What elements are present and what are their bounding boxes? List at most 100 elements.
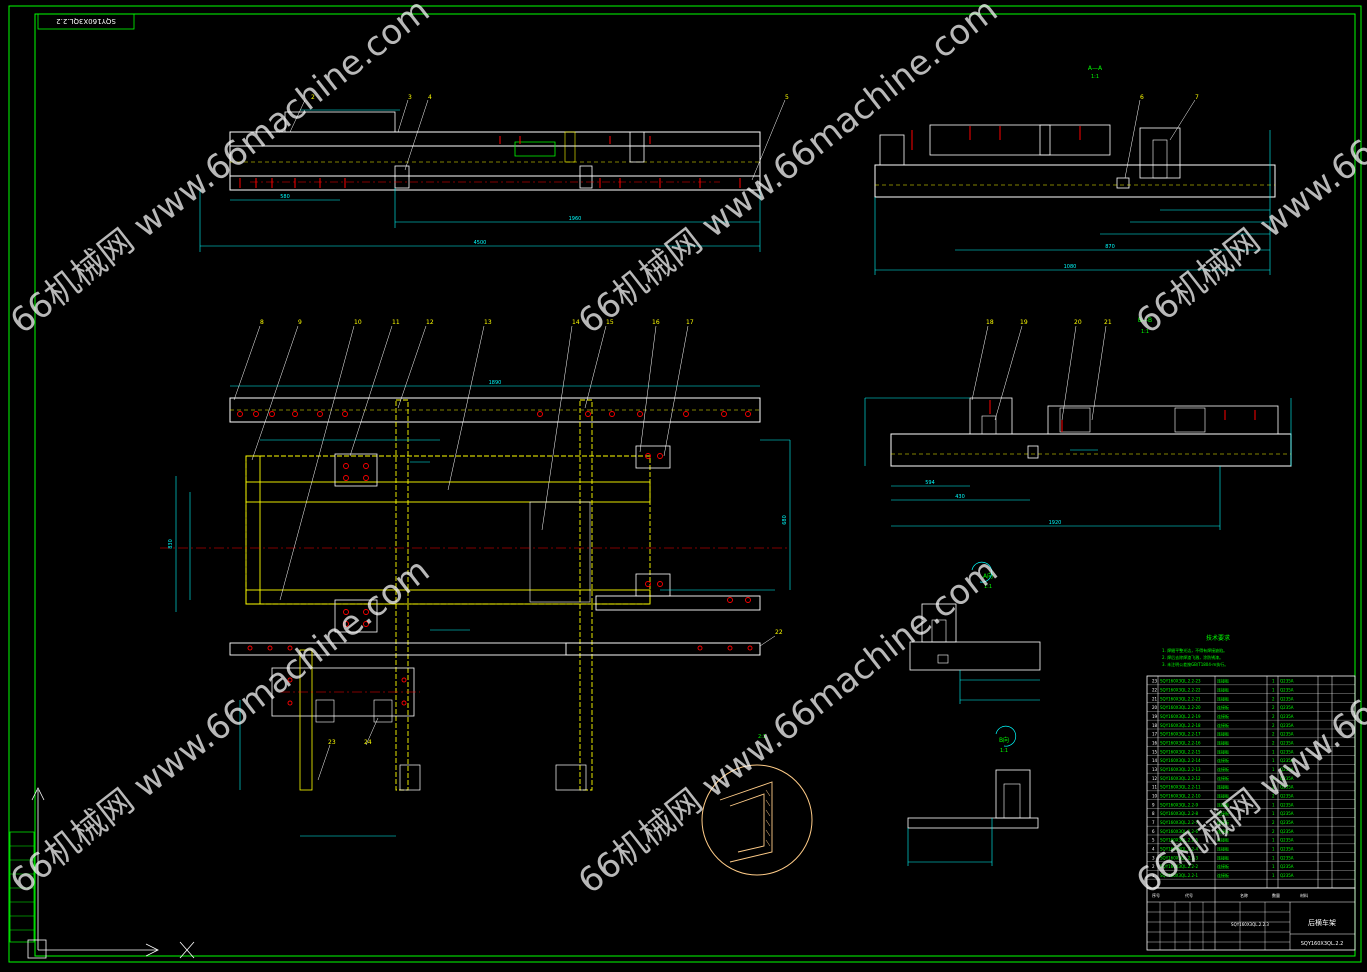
bom-cell: Q235A	[1280, 740, 1294, 745]
bom-cell: 连接板	[1217, 713, 1229, 719]
bom-cell: SQY160X3QL.2.2-20	[1160, 705, 1201, 710]
bom-cell: 2	[1272, 705, 1275, 710]
bom-cell: 5	[1152, 838, 1155, 843]
bom-cell: Q235A	[1280, 749, 1294, 754]
bom-cell: 连接板	[1217, 819, 1229, 825]
bom-cell: Q235A	[1280, 864, 1294, 869]
bom-cell: 21	[1152, 696, 1158, 701]
bom-cell: 1	[1272, 846, 1275, 851]
bom-cell: Q235A	[1280, 705, 1294, 710]
bom-cell: SQY160X3QL.2.2-21	[1160, 696, 1201, 701]
bom-cell: 连接板	[1217, 828, 1229, 834]
balloon-19: 19	[1020, 319, 1028, 326]
bom-cell: 22	[1152, 687, 1158, 692]
revision-table	[9, 831, 35, 943]
bom-header-cell: 数量	[1272, 892, 1280, 898]
bom-cell: 连接板	[1217, 784, 1229, 790]
dim-plan-height-a: 830	[168, 539, 174, 549]
top-view-balloons: 2 3 4 5	[289, 94, 789, 181]
bom-cell: Q235A	[1280, 793, 1294, 798]
bom-cell: Q235A	[1280, 838, 1294, 843]
bom-cell: SQY160X3QL.2.2-2	[1160, 864, 1199, 869]
bom-cell: 1	[1272, 811, 1275, 816]
bom-cell: 1	[1152, 873, 1155, 878]
bom-cell: 连接板	[1217, 766, 1229, 772]
bom-cell: Q235A	[1280, 687, 1294, 692]
bom-cell: Q235A	[1280, 758, 1294, 763]
bom-cell: 2	[1272, 740, 1275, 745]
bom-cell: 4	[1152, 846, 1155, 851]
balloon-16: 16	[652, 319, 660, 326]
top-elevation-view: 580 1960 4500 2 3 4 5	[199, 94, 789, 252]
tech-notes-heading: 技术要求	[1206, 634, 1230, 642]
bom-header-cell: 名称	[1240, 892, 1248, 898]
dim-right-mid-b: 430	[955, 494, 965, 500]
bom-cell: 2	[1272, 732, 1275, 737]
balloon-5: 5	[785, 94, 789, 101]
title-code: SQY160X3QL.2.2	[1301, 941, 1344, 947]
section-bb-label: B—B	[1138, 317, 1152, 324]
drawing-stamp: SQY160X3QL.2.2	[37, 13, 135, 30]
bom-cell: 1	[1272, 855, 1275, 860]
bom-header-cell: 序号	[1152, 892, 1160, 898]
section-bb-scale: 1:1	[1141, 329, 1149, 335]
bom-cell: SQY160X3QL.2.2-4	[1160, 846, 1199, 851]
bom-cell: 连接板	[1217, 695, 1229, 701]
section-bb-view: B—B 1:1 594 430 1920 18 19	[864, 317, 1292, 530]
bom-cell: Q235A	[1280, 732, 1294, 737]
bom-cell: SQY160X3QL.2.2-12	[1160, 776, 1201, 781]
bom-cell: 23	[1152, 679, 1158, 684]
bom-cell: 3	[1152, 855, 1155, 860]
balloon-24: 24	[364, 739, 372, 746]
balloon-8: 8	[260, 319, 264, 326]
balloon-21: 21	[1104, 319, 1112, 326]
tech-note-line: 1. 焊缝平整光洁，不得有焊接缺陷。	[1162, 647, 1227, 653]
bom-cell: Q235A	[1280, 696, 1294, 701]
bom-cell: Q235A	[1280, 829, 1294, 834]
balloon-15: 15	[606, 319, 614, 326]
title-name: 后横车架	[1308, 918, 1336, 927]
bom-cell: 1	[1272, 802, 1275, 807]
bom-cell: 连接板	[1217, 678, 1229, 684]
balloon-2: 2	[311, 94, 315, 101]
detail-circle-scale: 2:1	[758, 734, 766, 740]
bom-cell: 连接板	[1217, 731, 1229, 737]
bom-cell: 连接板	[1217, 722, 1229, 728]
bom-cell: 9	[1152, 802, 1155, 807]
bom-header-cell: 代号	[1185, 892, 1193, 898]
bom-cell: Q235A	[1280, 873, 1294, 878]
section-aa-view: A—A 1:1 870 1080 6 7	[874, 65, 1276, 275]
bom-cell: 连接板	[1217, 775, 1229, 781]
bom-cell: 15	[1152, 749, 1158, 754]
balloon-23: 23	[328, 739, 336, 746]
balloon-6: 6	[1140, 94, 1144, 101]
bom-cell: SQY160X3QL.2.2-1	[1160, 873, 1199, 878]
plan-balloons	[233, 325, 689, 601]
plan-view: 1890 830 680 8 9 10 11 12 13 14 15 16 17…	[160, 319, 791, 837]
bom-cell: Q235A	[1280, 785, 1294, 790]
bom-cell: 连接板	[1217, 863, 1229, 869]
balloon-4: 4	[428, 94, 432, 101]
bom-cell: 1	[1272, 679, 1275, 684]
bom-cell: 连接板	[1217, 854, 1229, 860]
balloon-17: 17	[686, 319, 694, 326]
bom-cell: 1	[1272, 864, 1275, 869]
bom-cell: SQY160X3QL.2.2-16	[1160, 740, 1201, 745]
tech-note-line: 2. 焊后去除焊渣飞溅，涂防锈漆。	[1162, 654, 1223, 660]
bom-cell: 11	[1152, 785, 1158, 790]
bom-cell: SQY160X3QL.2.2-3	[1160, 855, 1199, 860]
bom-cell: 连接板	[1217, 801, 1229, 807]
bom-cell: 1	[1272, 776, 1275, 781]
bom-cell: Q235A	[1280, 855, 1294, 860]
bom-cell: 连接板	[1217, 757, 1229, 763]
section-aa-scale: 1:1	[1091, 74, 1099, 80]
balloon-18: 18	[986, 319, 994, 326]
bom-cell: SQY160X3QL.2.2-17	[1160, 732, 1201, 737]
bom-cell: Q235A	[1280, 820, 1294, 825]
bom-cell: 12	[1152, 776, 1158, 781]
bom-cell: 2	[1152, 864, 1155, 869]
bom-cell: Q235A	[1280, 802, 1294, 807]
bom-cell: Q235A	[1280, 679, 1294, 684]
technical-notes: 技术要求 1. 焊缝平整光洁，不得有焊接缺陷。 2. 焊后去除焊渣飞溅，涂防锈漆…	[1162, 634, 1230, 667]
